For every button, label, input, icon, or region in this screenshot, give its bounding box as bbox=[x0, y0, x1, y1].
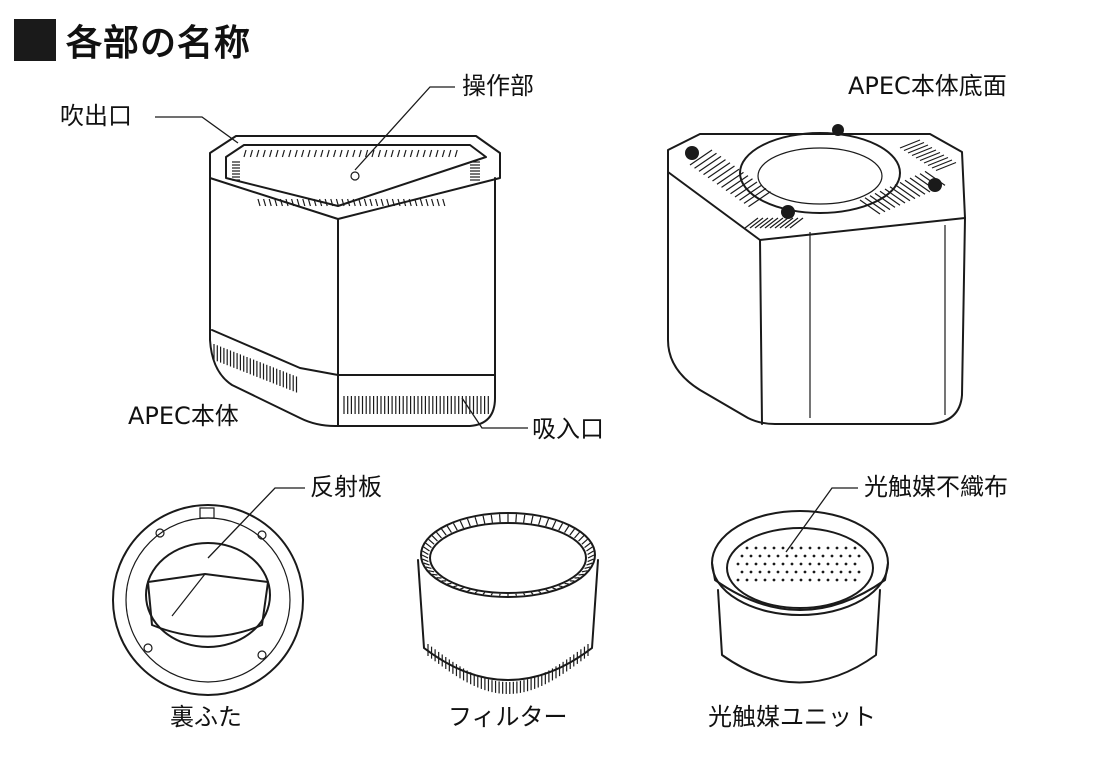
label-photocatalyst-cloth: 光触媒不織布 bbox=[864, 473, 1008, 501]
label-bottom-view: APEC本体底面 bbox=[848, 72, 1007, 100]
label-back-cover: 裏ふた bbox=[170, 703, 242, 731]
section-header: 各部の名称 bbox=[14, 14, 251, 66]
leader-lines bbox=[155, 86, 858, 559]
filter-drawing bbox=[417, 512, 599, 694]
photocatalyst-unit-drawing bbox=[711, 510, 889, 684]
apec-body-drawing bbox=[209, 135, 501, 427]
label-inlet: 吸入口 bbox=[532, 415, 604, 443]
label-photocatalyst-unit: 光触媒ユニット bbox=[708, 703, 876, 731]
label-reflector: 反射板 bbox=[310, 473, 382, 501]
label-outlet: 吹出口 bbox=[60, 102, 132, 130]
header-square-icon bbox=[14, 19, 56, 61]
label-body: APEC本体 bbox=[128, 402, 239, 430]
page-title: 各部の名称 bbox=[66, 23, 252, 64]
apec-bottom-drawing bbox=[667, 124, 966, 425]
label-control: 操作部 bbox=[462, 72, 534, 100]
label-filter: フィルター bbox=[448, 703, 568, 731]
back-cover-drawing bbox=[112, 504, 304, 696]
